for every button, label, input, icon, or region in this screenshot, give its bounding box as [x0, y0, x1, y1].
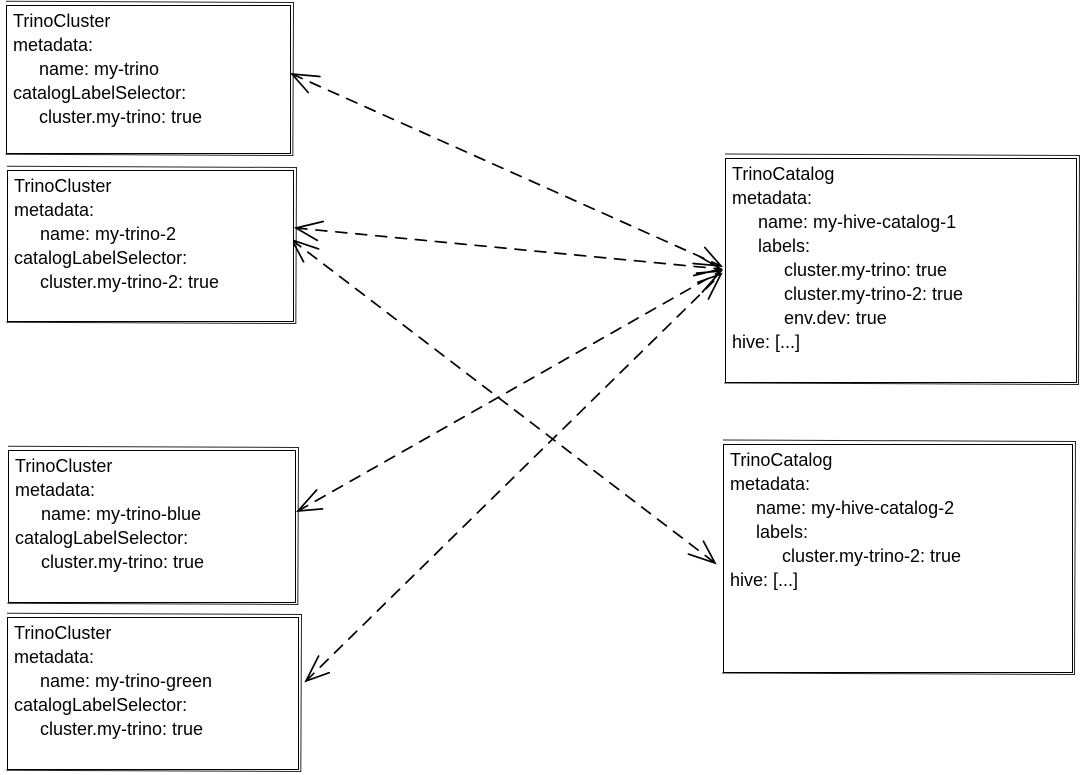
- yaml-line: TrinoCatalog: [730, 450, 833, 470]
- arrowhead: [687, 540, 717, 565]
- yaml-line: cluster.my-trino-2: true: [784, 284, 964, 304]
- node-trino-catalog-my-hive-catalog-2: TrinoCatalog metadata: name: my-hive-catal…: [723, 444, 1073, 673]
- yaml-line: env.dev: true: [784, 308, 887, 328]
- yaml-line: cluster.my-trino-2: true: [40, 272, 220, 292]
- yaml-line: metadata:: [730, 474, 811, 494]
- yaml-line: catalogLabelSelector:: [15, 528, 189, 548]
- yaml-line: name: my-trino-2: [40, 224, 177, 244]
- arrow-my-trino-blue--my-hive-catalog-1: [297, 270, 722, 512]
- yaml-line: catalogLabelSelector:: [14, 695, 188, 715]
- arrow-my-trino-2--my-hive-catalog-1: [295, 227, 722, 270]
- yaml-line: TrinoCatalog: [732, 164, 835, 184]
- arrowhead: [692, 246, 724, 268]
- arrowhead: [295, 489, 324, 513]
- yaml-line: TrinoCluster: [15, 456, 113, 476]
- node-trino-cluster-my-trino-blue: TrinoCluster metadata: name: my-trino-blue…: [8, 450, 296, 603]
- arrow-my-trino-green--my-hive-catalog-1: [305, 273, 722, 682]
- arrowhead: [293, 220, 325, 242]
- yaml-line: hive: [...]: [730, 570, 799, 590]
- yaml-line: metadata:: [15, 480, 96, 500]
- yaml-line: name: my-hive-catalog-2: [756, 498, 955, 518]
- yaml-line: labels:: [758, 236, 811, 256]
- arrow-my-trino--my-hive-catalog-1: [291, 73, 722, 267]
- arrow-my-trino-2--my-hive-catalog-2: [291, 239, 716, 564]
- yaml-line: TrinoCluster: [14, 176, 112, 196]
- node-trino-catalog-my-hive-catalog-1: TrinoCatalog metadata: name: my-hive-catal…: [725, 158, 1077, 383]
- yaml-line: name: my-trino-blue: [41, 504, 202, 524]
- yaml-line: cluster.my-trino-2: true: [782, 546, 962, 566]
- yaml-line: metadata:: [732, 188, 813, 208]
- yaml-line: cluster.my-trino: true: [40, 719, 204, 739]
- yaml-line: labels:: [756, 522, 809, 542]
- yaml-line: catalogLabelSelector:: [13, 83, 187, 103]
- yaml-line: catalogLabelSelector:: [14, 248, 188, 268]
- node-trino-cluster-my-trino-2: TrinoCluster metadata: name: my-trino-2 cat…: [7, 170, 294, 322]
- yaml-line: metadata:: [13, 35, 94, 55]
- yaml-line: cluster.my-trino: true: [39, 107, 203, 127]
- yaml-line: metadata:: [14, 647, 95, 667]
- arrowhead: [696, 272, 723, 300]
- yaml-line: metadata:: [14, 200, 95, 220]
- yaml-line: name: my-trino-green: [40, 671, 213, 691]
- yaml-line: name: my-hive-catalog-1: [758, 212, 957, 232]
- yaml-line: name: my-trino: [39, 59, 160, 79]
- arrowhead: [289, 72, 321, 94]
- yaml-line: TrinoCluster: [14, 623, 112, 643]
- yaml-line: TrinoCluster: [13, 11, 111, 31]
- yaml-line: cluster.my-trino: true: [41, 552, 205, 572]
- node-trino-cluster-my-trino: TrinoCluster metadata: name: my-trino catal…: [6, 5, 291, 154]
- node-trino-cluster-my-trino-green: TrinoCluster metadata: name: my-trino-gree…: [7, 617, 299, 770]
- arrowhead: [304, 655, 331, 683]
- yaml-line: hive: [...]: [732, 332, 801, 352]
- yaml-line: cluster.my-trino: true: [784, 260, 948, 280]
